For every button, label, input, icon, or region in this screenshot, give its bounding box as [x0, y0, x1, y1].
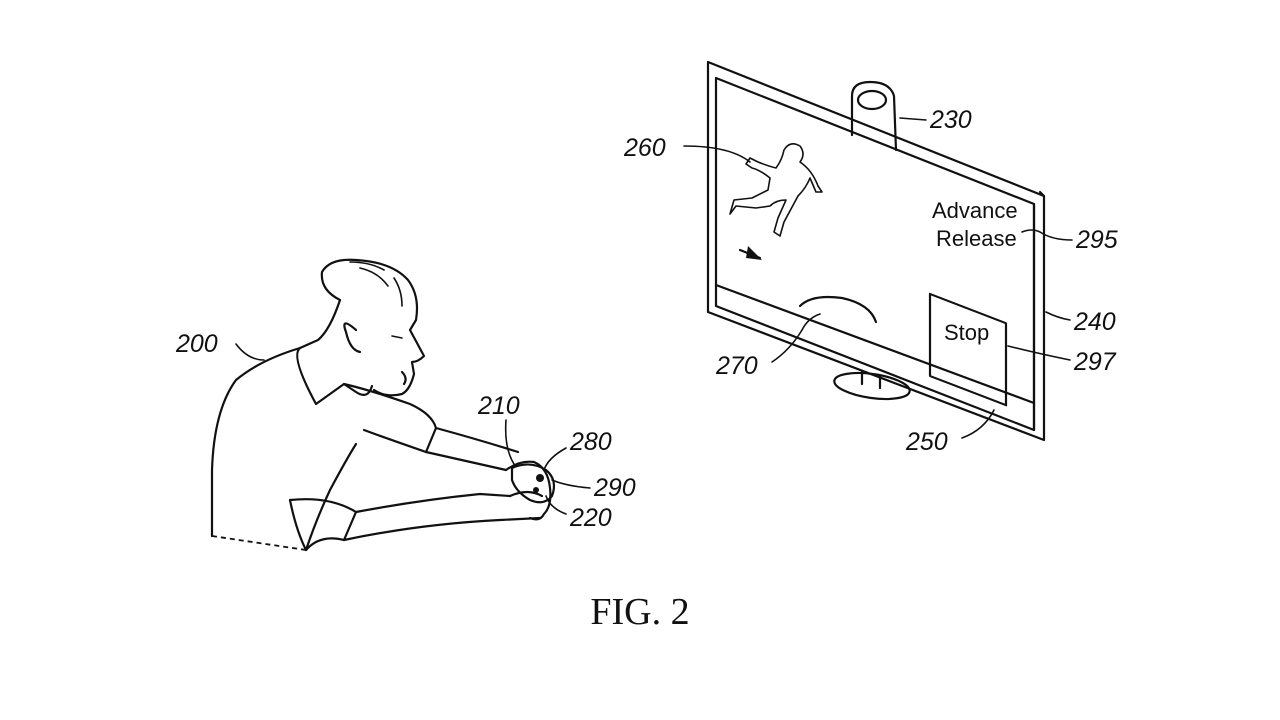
ref-270: 270: [715, 352, 758, 380]
ref-240: 240: [1073, 308, 1116, 336]
advance-text: Advance: [932, 198, 1018, 223]
ref-280: 280: [569, 428, 612, 456]
ref-230: 230: [929, 106, 972, 134]
release-text: Release: [936, 226, 1017, 251]
game-controller: [512, 464, 554, 502]
ref-220: 220: [569, 504, 612, 532]
ref-250: 250: [905, 428, 948, 456]
ref-260: 260: [623, 134, 666, 162]
display-device: Stop Advance Release: [708, 62, 1044, 440]
direction-arrow: [740, 246, 762, 260]
ref-210: 210: [477, 392, 520, 420]
ref-295: 295: [1075, 226, 1118, 254]
figure-caption: FIG. 2: [590, 591, 689, 633]
ref-290: 290: [593, 474, 636, 502]
ref-297: 297: [1073, 348, 1117, 376]
ref-200: 200: [175, 330, 218, 358]
stop-button-label: Stop: [944, 320, 989, 345]
